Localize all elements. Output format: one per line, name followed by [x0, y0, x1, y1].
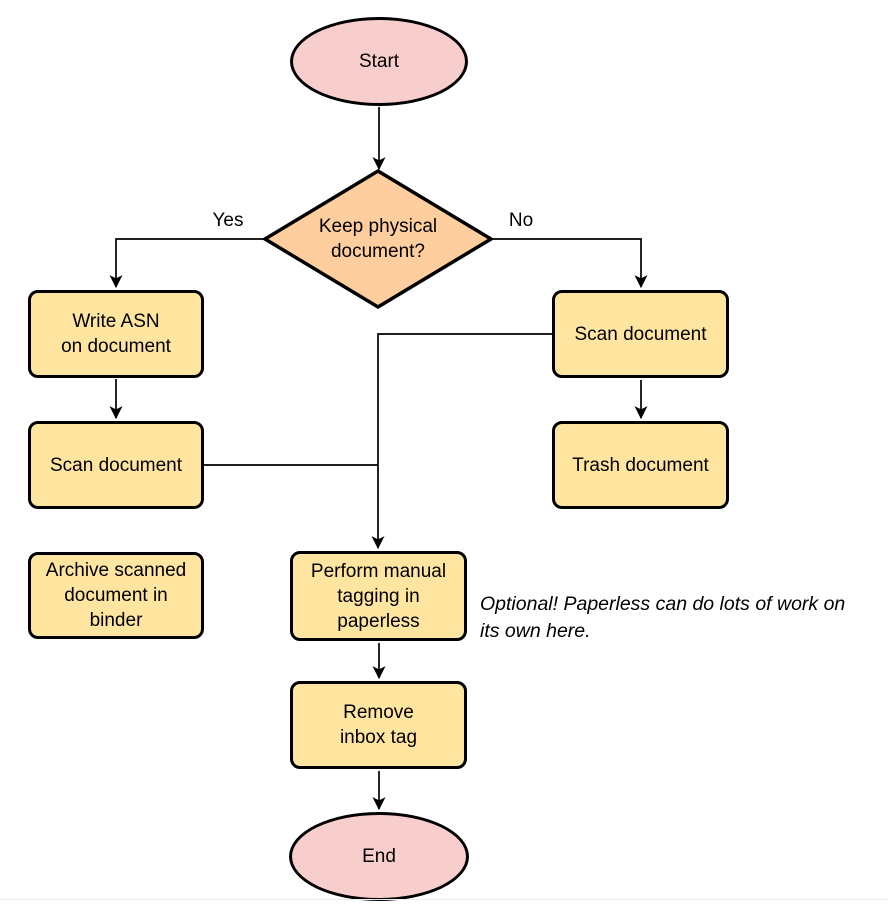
node-scan-document-right: Scan document: [552, 290, 729, 378]
node-archive-binder-label: Archive scanned document in binder: [45, 560, 187, 631]
node-end-label: End: [362, 846, 396, 867]
node-remove-inbox-tag-label: Remove inbox tag: [339, 702, 418, 748]
node-scan-document-left-label: Scan document: [49, 454, 183, 476]
node-trash-document-label: Trash document: [572, 454, 709, 476]
node-start: Start: [290, 17, 468, 106]
node-start-label: Start: [358, 51, 400, 72]
edge-decision-no-to-scan-right: [491, 238, 648, 289]
edge-scan-right-to-tagging: [371, 333, 552, 550]
node-perform-tagging: Perform manual tagging in paperless: [290, 551, 467, 641]
node-end: End: [289, 812, 469, 901]
edge-label-yes: Yes: [212, 210, 244, 231]
bottom-separator: [0, 899, 888, 900]
node-write-asn-label: Write ASN on document: [61, 311, 171, 357]
node-archive-binder: Archive scanned document in binder: [28, 552, 204, 639]
node-write-asn: Write ASN on document: [28, 290, 204, 378]
node-trash-document: Trash document: [552, 421, 729, 509]
node-remove-inbox-tag: Remove inbox tag: [290, 681, 467, 769]
node-scan-document-left: Scan document: [28, 421, 204, 509]
node-decision-label: Keep physical document?: [318, 216, 438, 262]
node-perform-tagging-label: Perform manual tagging in paperless: [310, 560, 447, 632]
node-scan-document-right-label: Scan document: [574, 323, 707, 345]
edge-decision-yes-to-write-asn: [109, 238, 265, 289]
note-optional: Optional! Paperless can do lots of work …: [480, 593, 846, 642]
edge-label-no: No: [508, 210, 534, 231]
